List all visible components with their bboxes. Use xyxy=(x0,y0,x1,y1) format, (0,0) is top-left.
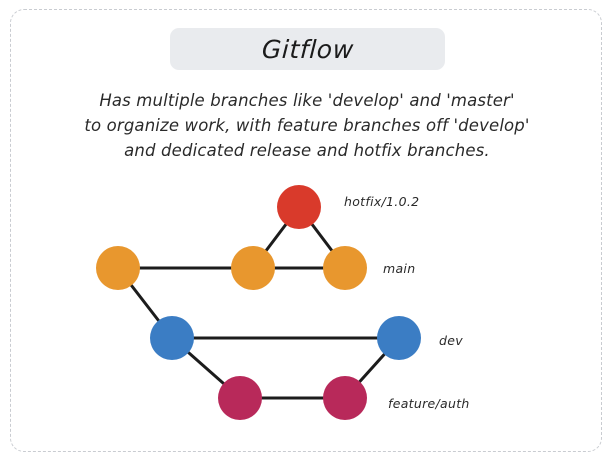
description-line-2: to organize work, with feature branches … xyxy=(84,116,530,135)
branch-label-feature: feature/auth xyxy=(388,396,470,411)
branch-label-dev: dev xyxy=(439,333,463,348)
commit-node-feature[interactable] xyxy=(218,376,262,420)
description-text: Has multiple branches like 'develop' and… xyxy=(27,88,587,163)
commit-node-main[interactable] xyxy=(96,246,140,290)
graph-nodes-layer xyxy=(96,185,421,420)
commit-node-feature[interactable] xyxy=(323,376,367,420)
description-line-3: and dedicated release and hotfix branche… xyxy=(124,141,490,160)
graph-edges-layer xyxy=(116,205,401,400)
branch-label-main: main xyxy=(383,261,416,276)
commit-node-dev[interactable] xyxy=(377,316,421,360)
commit-node-hotfix[interactable] xyxy=(277,185,321,229)
commit-node-main[interactable] xyxy=(323,246,367,290)
commit-node-main[interactable] xyxy=(231,246,275,290)
commit-node-dev[interactable] xyxy=(150,316,194,360)
title-pill: Gitflow xyxy=(170,28,445,70)
branch-label-hotfix: hotfix/1.0.2 xyxy=(344,194,420,209)
description-line-1: Has multiple branches like 'develop' and… xyxy=(99,91,515,110)
